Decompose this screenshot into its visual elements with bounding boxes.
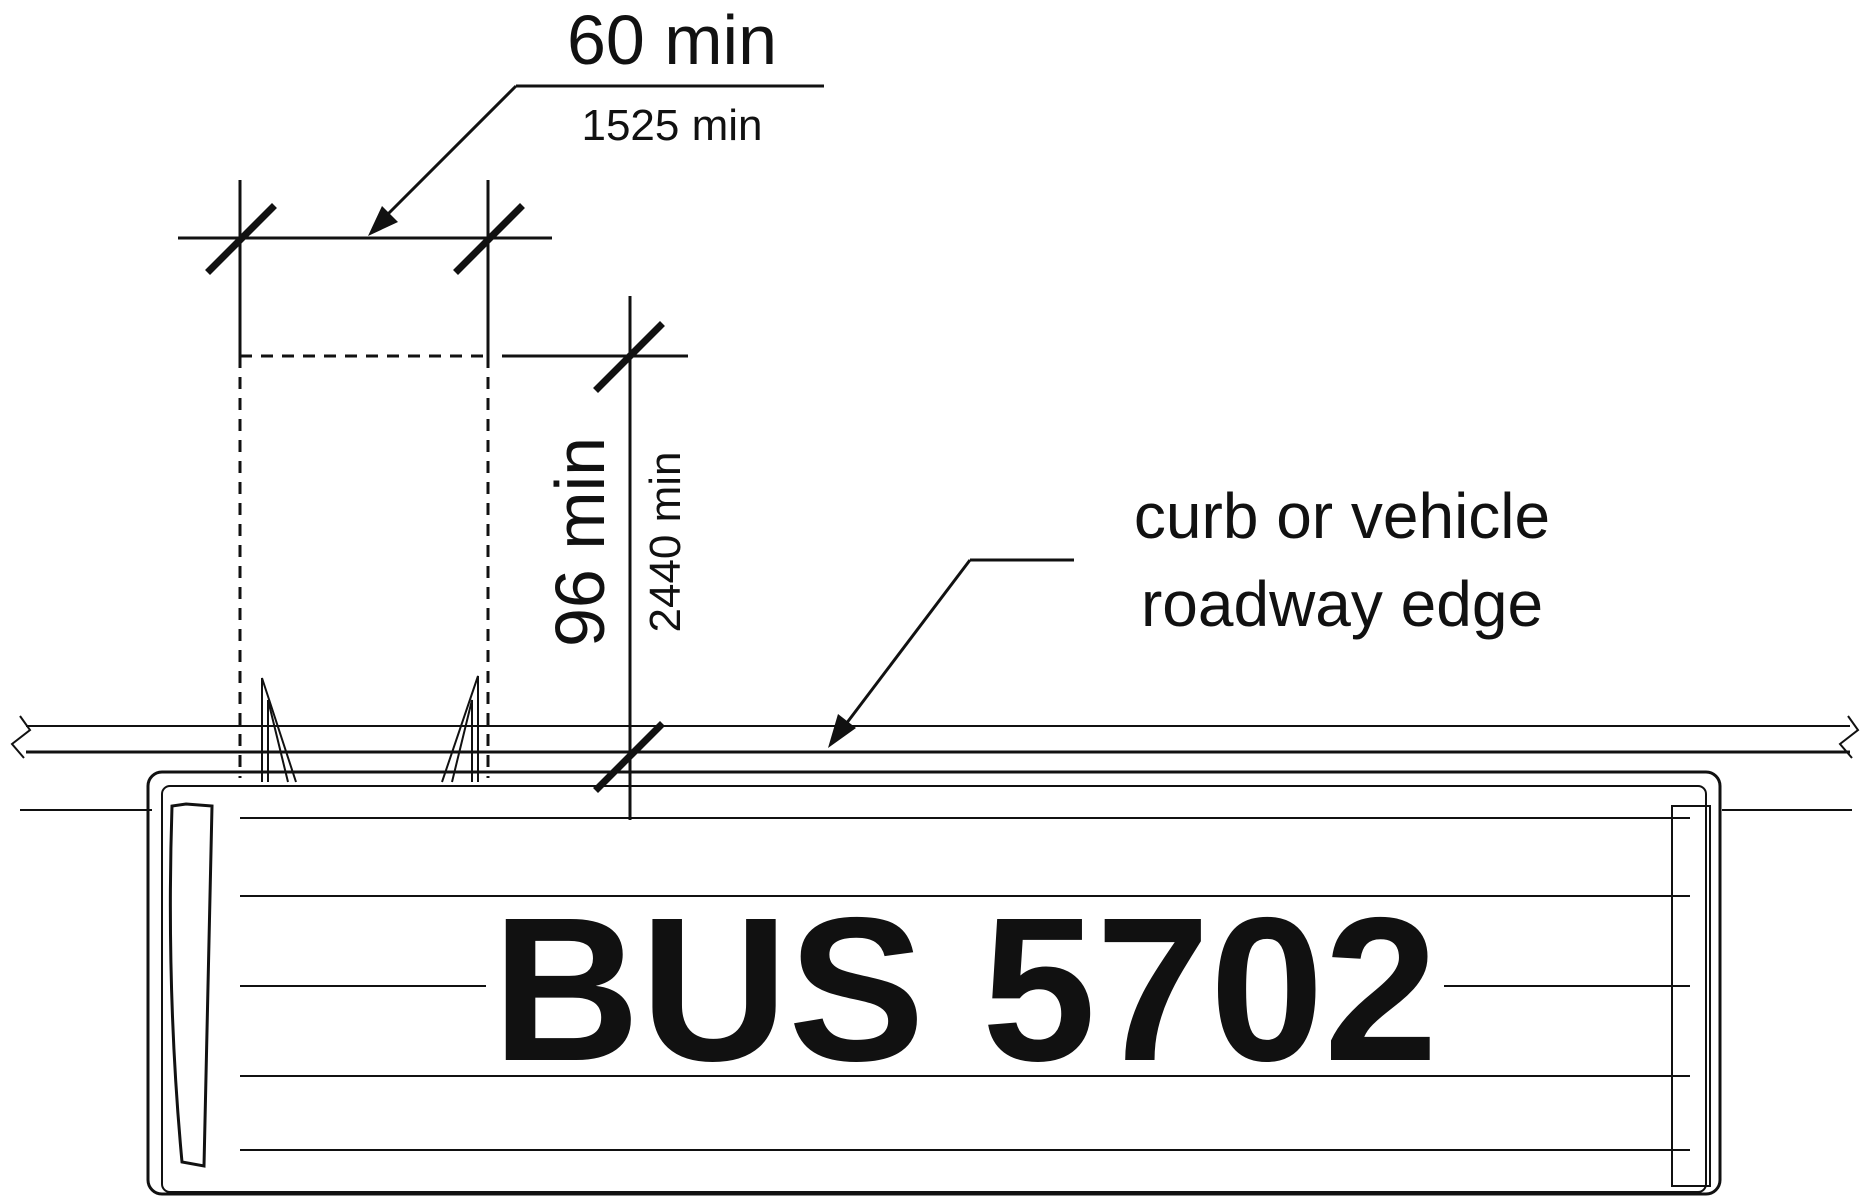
bus: BUS 5702 — [146, 770, 1722, 1196]
width-dimension: 60 min 1525 min — [178, 1, 824, 356]
width-leader-line — [382, 84, 518, 220]
depth-label-imperial: 96 min — [541, 437, 619, 647]
depth-tick-top — [593, 321, 665, 393]
bus-rear-panel — [1671, 805, 1711, 1187]
depth-tick-bottom — [593, 721, 665, 793]
bus-number-label: BUS 5702 — [492, 875, 1438, 1104]
sign-pole-left-icon — [261, 677, 297, 783]
bus-outline — [146, 770, 1722, 1196]
curb-annotation-line1: curb or vehicle — [1134, 480, 1550, 552]
curb-arrowhead-icon — [828, 714, 856, 748]
bus-windshield — [168, 802, 214, 1168]
curb — [10, 715, 1860, 811]
width-tick-right — [453, 203, 525, 275]
sign-pole-right-icon — [441, 675, 479, 783]
width-arrowhead-icon — [368, 206, 398, 236]
depth-dimension: 96 min 2440 min — [502, 296, 690, 820]
width-label-imperial: 60 min — [567, 1, 777, 79]
clear-space-outline — [238, 354, 490, 778]
curb-annotation: curb or vehicle roadway edge — [828, 480, 1550, 748]
curb-break-left-icon — [10, 715, 32, 759]
curb-leader-line — [844, 559, 972, 725]
depth-label-metric: 2440 min — [641, 451, 690, 632]
curb-break-right-icon — [1838, 715, 1860, 759]
curb-annotation-line2: roadway edge — [1141, 568, 1543, 640]
width-label-metric: 1525 min — [581, 101, 762, 150]
width-tick-left — [205, 203, 277, 275]
bus-inner-outline — [161, 785, 1707, 1193]
